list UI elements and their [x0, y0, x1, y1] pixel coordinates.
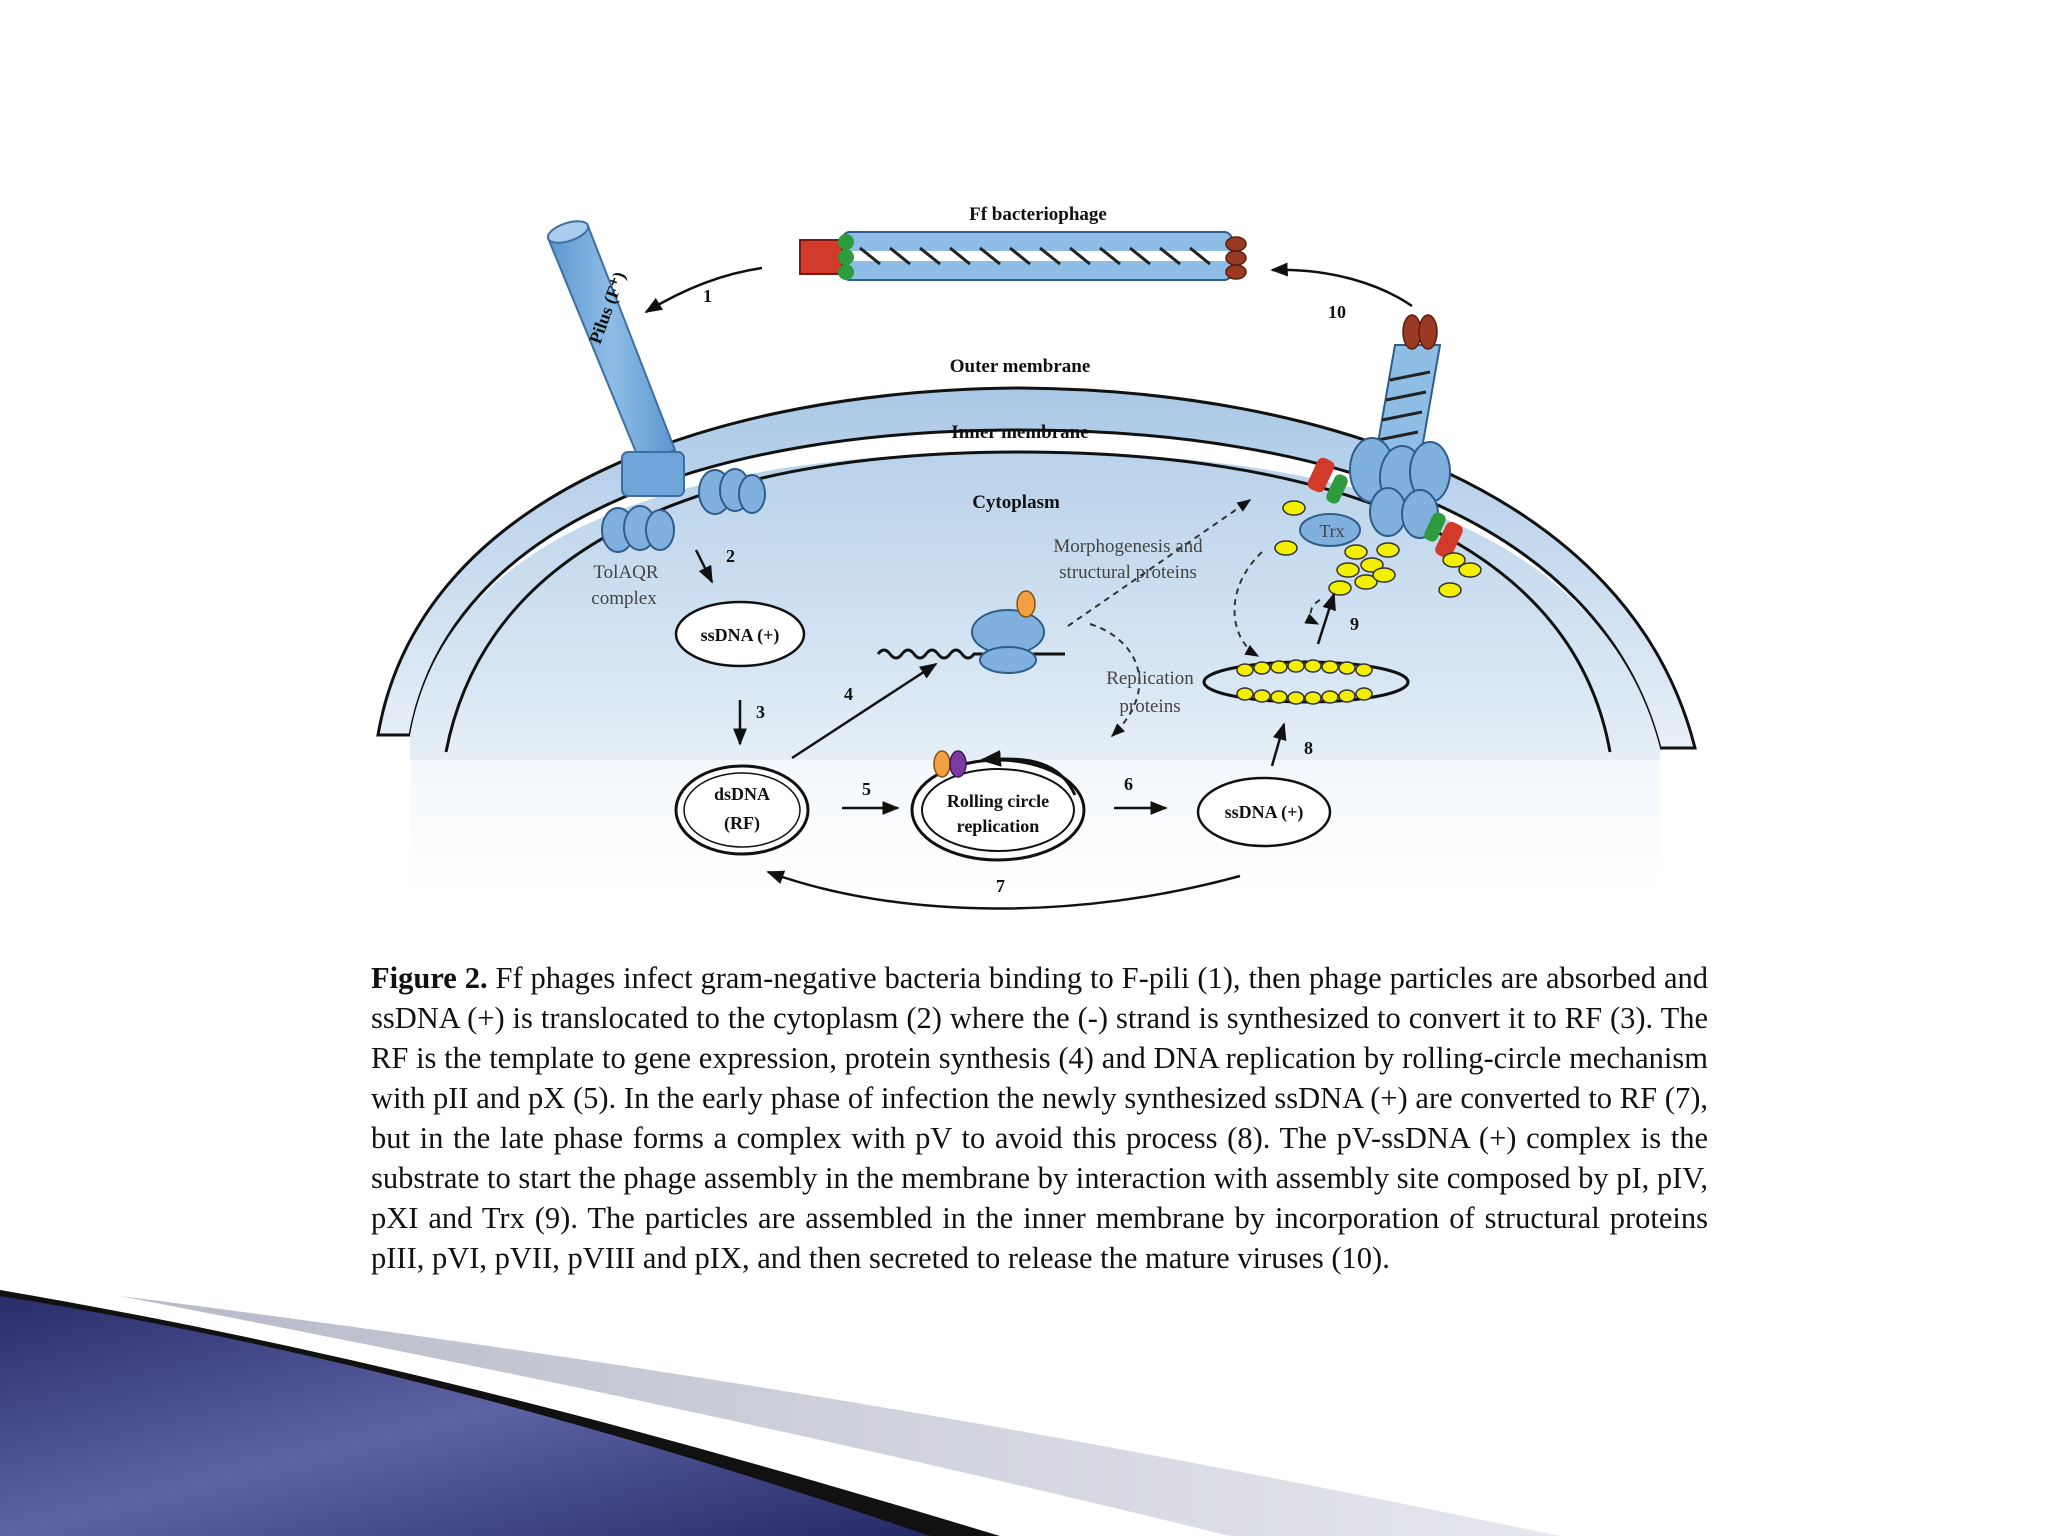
step-5: 5 [862, 779, 871, 799]
dsdna-line1: dsDNA [714, 784, 770, 804]
dsdna-node: dsDNA (RF) [676, 766, 808, 854]
rolling-circle-line2: replication [957, 816, 1040, 836]
inner-membrane-label: Inner membrane [951, 422, 1088, 443]
replication-label-line2: proteins [1119, 696, 1180, 717]
replication-label-line1: Replication [1106, 668, 1194, 689]
step-6: 6 [1124, 774, 1133, 794]
cytoplasm-label: Cytoplasm [972, 492, 1060, 513]
ssdna-top-node: ssDNA (+) [676, 602, 804, 666]
figure-caption: Figure 2. Ff phages infect gram-negative… [371, 958, 1708, 1278]
caption-text: Ff phages infect gram-negative bacteria … [371, 961, 1708, 1275]
dsdna-line2: (RF) [724, 813, 760, 834]
step-4: 4 [844, 684, 853, 704]
morphogenesis-label-line2: structural proteins [1059, 562, 1197, 583]
step-3: 3 [756, 702, 765, 722]
step-7: 7 [996, 876, 1005, 896]
tolaqr-label-line1: TolAQR [593, 562, 659, 583]
ff-phage-lifecycle-diagram: Pilus (F⁺) Ff bacteriophage [0, 0, 2048, 960]
outer-membrane-label: Outer membrane [950, 356, 1091, 377]
step-2: 2 [726, 546, 735, 566]
tolaqr-label-line2: complex [591, 588, 657, 609]
ssdna-top-label: ssDNA (+) [701, 625, 780, 646]
step-1: 1 [703, 286, 712, 306]
phage-title: Ff bacteriophage [969, 204, 1107, 225]
ssdna-right-node: ssDNA (+) [1198, 778, 1330, 846]
caption-label: Figure 2. [371, 961, 488, 995]
phage-icon: Ff bacteriophage [800, 204, 1246, 280]
ssdna-right-label: ssDNA (+) [1225, 802, 1304, 823]
step-9: 9 [1350, 614, 1359, 634]
arrow-10 [1272, 270, 1412, 306]
step-8: 8 [1304, 738, 1313, 758]
rolling-circle-line1: Rolling circle [947, 791, 1049, 811]
step-10: 10 [1328, 302, 1346, 322]
morphogenesis-label-line1: Morphogenesis and [1053, 536, 1203, 557]
trx-label: Trx [1319, 521, 1344, 541]
